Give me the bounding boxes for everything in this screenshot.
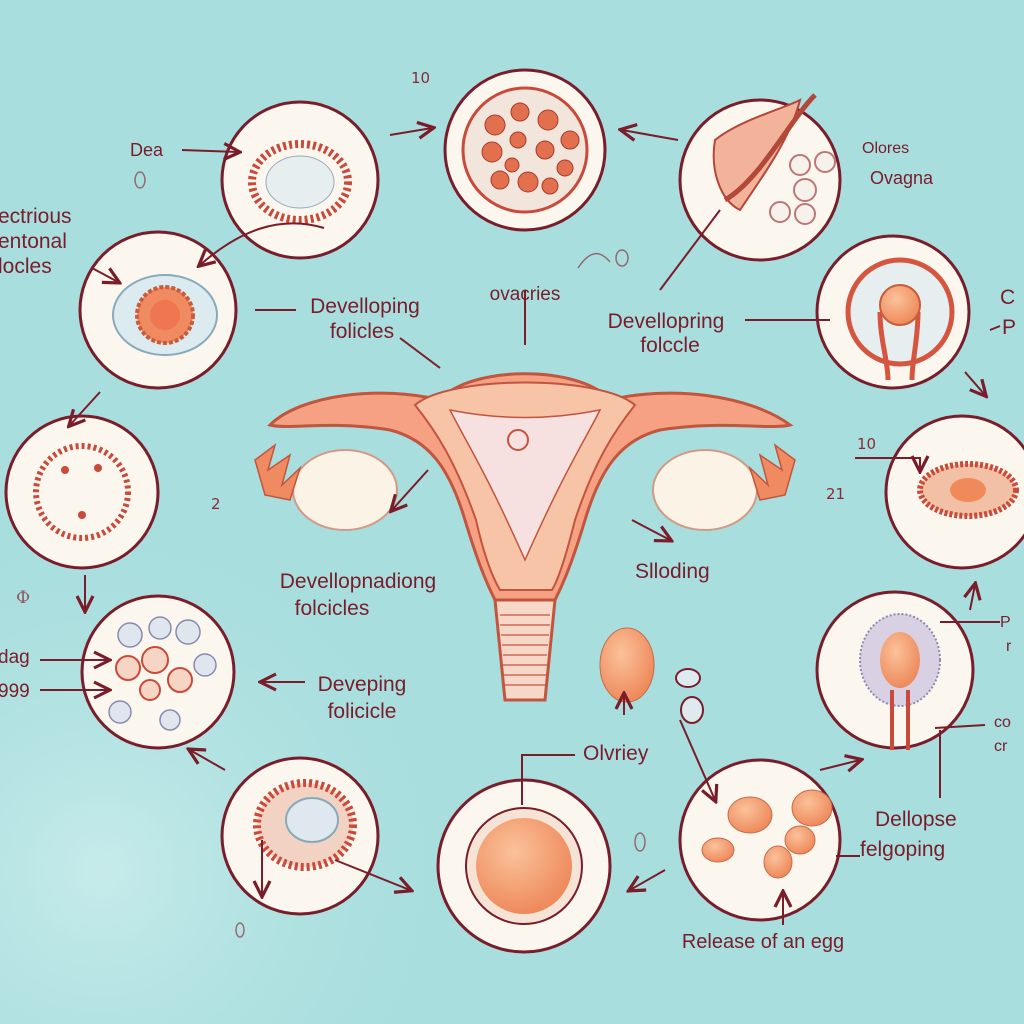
label-devellopring-line1: Devellopring: [607, 310, 725, 333]
stage-circle-top-right: [678, 93, 842, 262]
stage-circle-right-upper: [815, 234, 971, 390]
label-devellopring-line2: folccle: [640, 334, 700, 357]
label-p-right-lower: P: [1000, 614, 1011, 631]
label-dag: dag: [0, 647, 30, 668]
label-devellopnadiong-line1: Devellopnadiong: [279, 570, 437, 593]
label-locles: locles: [0, 255, 52, 278]
stage-circle-left-middle: [4, 414, 160, 570]
label-deveping-line2: folicicle: [327, 700, 397, 723]
stage-circle-bottom-left: [220, 756, 380, 916]
label-co-right: co: [994, 714, 1011, 731]
label-c-right: C: [1000, 286, 1016, 309]
label-ectrious: ectrious: [0, 205, 72, 228]
label-deveping-line1: Deveping: [317, 673, 407, 696]
label-r-right-lower: r: [1006, 638, 1012, 655]
connectors: [40, 128, 1001, 925]
label-developing-follicles-top-line1: Develloping: [310, 295, 420, 318]
label-p-right: P: [1002, 316, 1017, 339]
egg-cells: [599, 627, 704, 724]
stage-circle-right-lower: [815, 590, 975, 750]
label-olores: Olores: [862, 140, 910, 157]
label-ovacries: ovacries: [489, 284, 561, 305]
stage-circle-top-left: [220, 100, 380, 260]
label-entonal: entonal: [0, 230, 67, 253]
label-dellopse-line1: Dellopse: [875, 808, 957, 831]
label-developing-follicles-top-line2: folicles: [329, 320, 395, 343]
label-dellopse-line2: felgoping: [860, 838, 946, 861]
label-ovagna: Ovagna: [870, 168, 934, 188]
label-cr-right: cr: [994, 738, 1008, 755]
stage-circle-bottom-center: [436, 778, 612, 954]
label-slloding: Slloding: [635, 560, 710, 583]
stage-circle-bottom-right: [678, 758, 842, 922]
label-ten-right: 10: [857, 435, 877, 453]
label-two-left: 2: [211, 495, 221, 513]
uterus-illustration: [254, 372, 796, 702]
stage-circle-right-middle: [884, 414, 1024, 570]
stage-circle-left-lower: [80, 594, 236, 750]
label-olvriey: Olvriey: [583, 742, 649, 765]
scribble-marks: [134, 171, 646, 938]
label-twentyone-right: 21: [826, 485, 846, 503]
label-year: 999: [0, 681, 30, 702]
stage-circle-top-center: [443, 68, 607, 232]
label-dea: Dea: [130, 140, 164, 160]
label-ten-top: 10: [411, 69, 431, 87]
label-release-of-an-egg: Release of an egg: [681, 931, 845, 953]
label-devellopnadiong-line2: folcicles: [294, 597, 370, 620]
label-scribble-left: Ф: [16, 588, 31, 608]
